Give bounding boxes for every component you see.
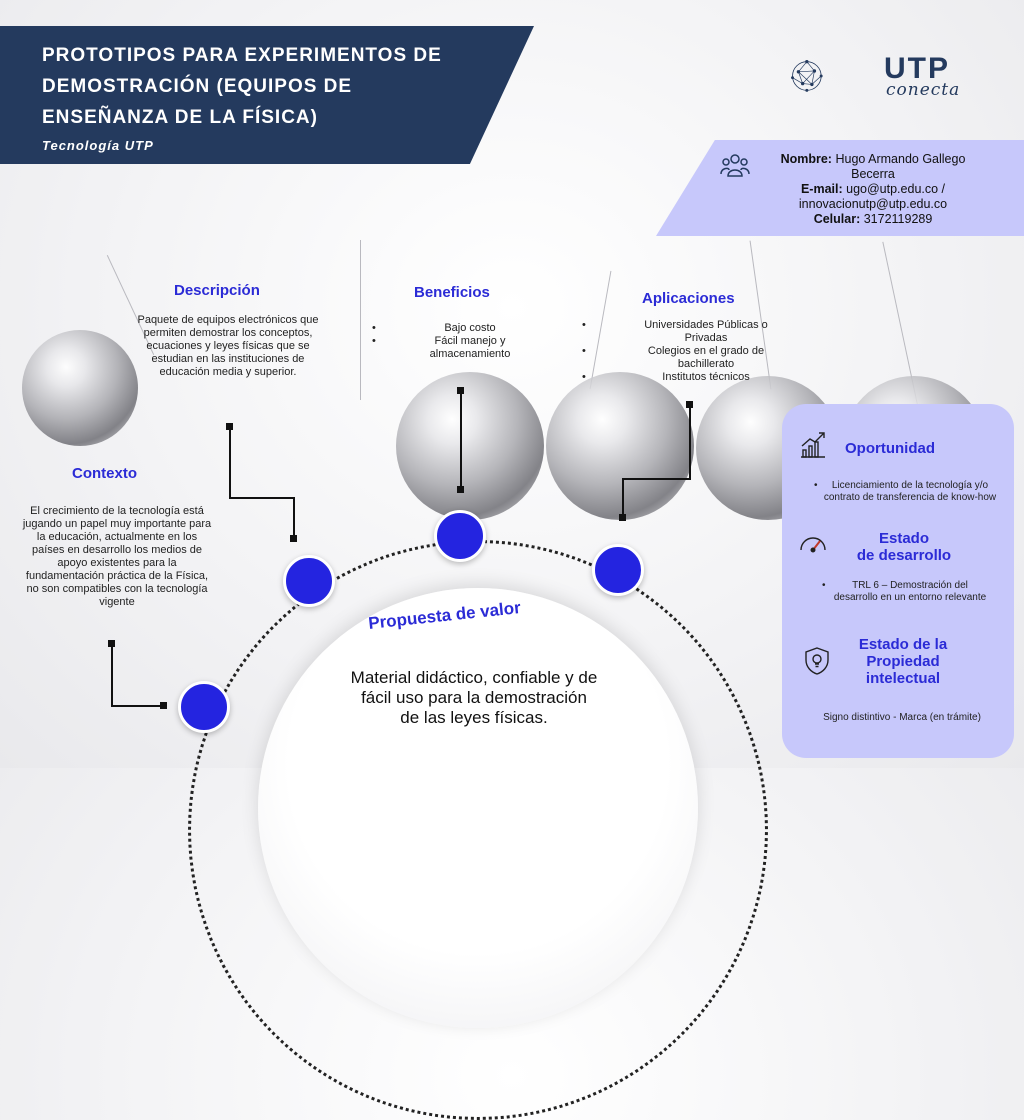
logo-brand: UTP — [884, 52, 950, 85]
descripcion-title: Descripción — [174, 282, 260, 299]
connector-line — [229, 497, 295, 499]
beneficios-list: Bajo costo Fácil manejo y almacenamiento — [372, 322, 520, 361]
contact-name-label: Nombre: — [780, 152, 832, 166]
estado-desarrollo-text: •TRL 6 – Demostración del desarrollo en … — [822, 580, 987, 603]
propiedad-title: Estado de la Propiedad intelectual — [858, 636, 948, 687]
connector-line — [111, 643, 113, 707]
logo-tagline: conecta — [886, 80, 961, 100]
contact-box — [656, 140, 1024, 236]
gauge-icon — [800, 537, 826, 553]
oportunidad-text: •Licenciamiento de la tecnología y/o con… — [814, 480, 997, 503]
connector-line — [689, 404, 691, 480]
beneficio-item: Bajo costo — [372, 322, 520, 335]
node-descripcion — [283, 555, 335, 607]
contact-email[interactable]: ugo@utp.edu.co / innovacionutp@utp.edu.c… — [798, 182, 948, 211]
connector-line — [111, 705, 163, 707]
propiedad-text: Signo distintivo - Marca (en trámite) — [823, 712, 981, 723]
beneficio-item: Fácil manejo y almacenamiento — [372, 335, 520, 361]
shield-bulb-icon — [805, 647, 829, 675]
page-title: PROTOTIPOS PARA EXPERIMENTOS DE DEMOSTRA… — [42, 45, 442, 128]
node-contexto — [178, 681, 230, 733]
sphere-3 — [546, 372, 694, 520]
beneficios-title: Beneficios — [414, 284, 490, 301]
node-beneficios — [434, 510, 486, 562]
value-proposition-text: Material didáctico, confiable y de fácil… — [350, 668, 598, 727]
estado-desarrollo-text-value: TRL 6 – Demostración del desarrollo en u… — [833, 580, 987, 603]
contexto-title: Contexto — [72, 465, 137, 482]
value-proposition-disc — [258, 588, 698, 1028]
aplicaciones-list: Universidades Públicas o Privadas Colegi… — [582, 319, 782, 384]
connector-line — [229, 426, 231, 498]
contact-name: Hugo Armando Gallego Becerra — [835, 152, 966, 181]
connector-dot — [290, 535, 297, 542]
aplicacion-item: Colegios en el grado de bachillerato — [582, 345, 782, 371]
connector-dot — [457, 486, 464, 493]
descripcion-text: Paquete de equipos electrónicos que perm… — [137, 314, 319, 378]
connector-line — [460, 390, 462, 490]
growth-chart-icon — [801, 432, 825, 458]
estado-desarrollo-title: Estado de desarrollo — [838, 530, 970, 564]
estado-desarrollo-title-line2: de desarrollo — [856, 547, 952, 564]
people-icon — [720, 154, 750, 177]
connector-dot — [160, 702, 167, 709]
oportunidad-title: Oportunidad — [845, 440, 935, 457]
aplicacion-item: Universidades Públicas o Privadas — [582, 319, 782, 345]
estado-desarrollo-title-line1: Estado — [878, 530, 929, 547]
sphere-1 — [22, 330, 138, 446]
connector-dot — [619, 514, 626, 521]
contact-email-label: E-mail: — [800, 182, 843, 196]
contact-phone-label: Celular: — [813, 212, 861, 226]
connector-line — [622, 478, 624, 518]
connector-line — [293, 497, 295, 537]
contact-phone: 3172119289 — [863, 212, 933, 226]
page-subtitle: Tecnología UTP — [42, 138, 154, 153]
header-band — [0, 26, 534, 164]
contact-info: Nombre: Hugo Armando Gallego Becerra E-m… — [758, 152, 988, 227]
aplicacion-item: Institutos técnicos — [582, 371, 782, 384]
sphere-2 — [396, 372, 544, 520]
connector-line — [623, 478, 691, 480]
side-panel — [782, 404, 1014, 758]
contexto-text: El crecimiento de la tecnología está jug… — [22, 505, 212, 608]
aplicaciones-title: Aplicaciones — [642, 290, 735, 307]
oportunidad-text-value: Licenciamiento de la tecnología y/o cont… — [823, 480, 997, 503]
utp-logo-icon — [791, 60, 823, 92]
node-aplicaciones — [592, 544, 644, 596]
